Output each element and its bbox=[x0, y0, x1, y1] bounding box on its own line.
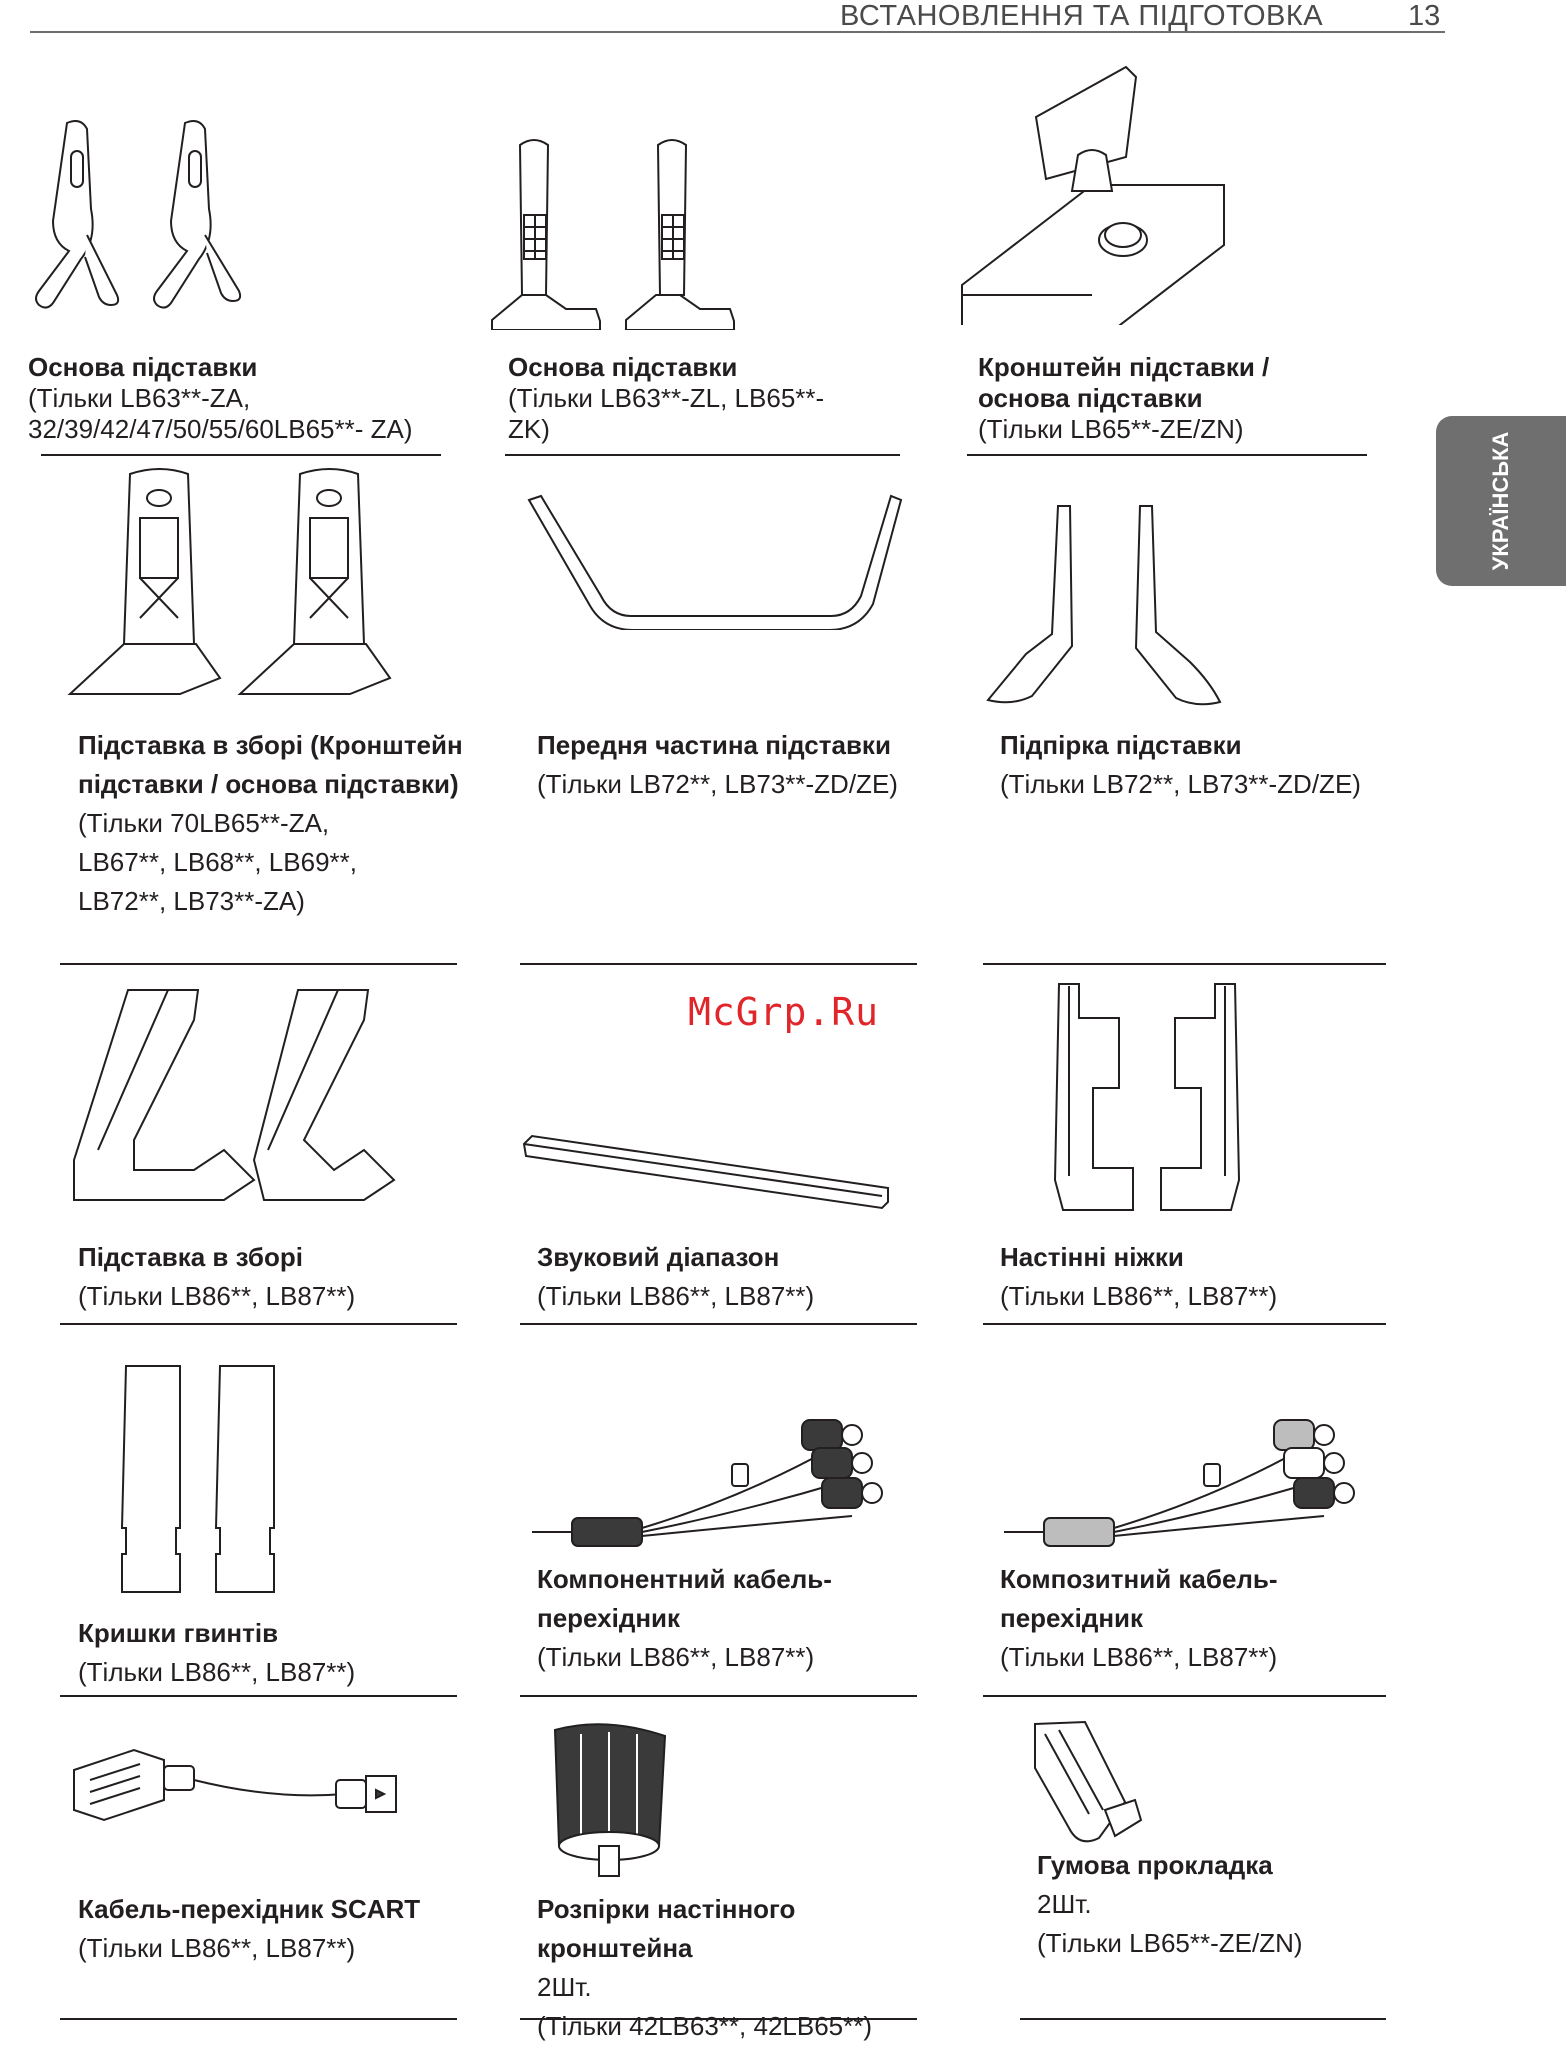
item-title: Кришки гвинтів bbox=[78, 1618, 279, 1648]
item-divider bbox=[60, 2018, 457, 2020]
item-desc: (Тільки LB86**, LB87**) bbox=[537, 1642, 815, 1672]
scart-cable-illustration bbox=[73, 1748, 397, 1822]
item-divider bbox=[60, 1695, 457, 1697]
item-divider bbox=[983, 1695, 1386, 1697]
item-desc: (Тільки LB72**, LB73**-ZD/ZE) bbox=[537, 769, 898, 799]
item-divider bbox=[520, 963, 917, 965]
item-desc: (Тільки LB65**-ZE/ZN) bbox=[1037, 1928, 1303, 1958]
item-title: Розпірки настінного кронштейна bbox=[537, 1894, 796, 1963]
component-cable-caption: Компонентний кабель-перехідник (Тільки L… bbox=[537, 1560, 957, 1677]
item-divider bbox=[505, 454, 900, 456]
stand-bracket-ze-caption: Кронштейн підставки / основа підставки (… bbox=[978, 352, 1358, 445]
item-divider bbox=[967, 454, 1367, 456]
sound-bar-caption: Звуковий діапазон (Тільки LB86**, LB87**… bbox=[537, 1238, 957, 1316]
item-divider bbox=[60, 1323, 457, 1325]
item-desc: (Тільки LB63**-ZL, LB65**- bbox=[508, 383, 825, 413]
item-desc: (Тільки LB86**, LB87**) bbox=[1000, 1642, 1278, 1672]
item-desc: (Тільки LB65**-ZE/ZN) bbox=[978, 414, 1244, 444]
stand-base-za-illustration bbox=[35, 120, 242, 309]
sound-bar-illustration bbox=[522, 1134, 889, 1210]
item-divider bbox=[60, 963, 457, 965]
composite-cable-caption: Композитний кабель-перехідник (Тільки LB… bbox=[1000, 1560, 1420, 1677]
item-desc: (Тільки LB86**, LB87**) bbox=[78, 1933, 356, 1963]
wall-spacers-caption: Розпірки настінного кронштейна 2Шт. (Тіл… bbox=[537, 1890, 957, 2046]
stand-assembly-lb86-caption: Підставка в зборі (Тільки LB86**, LB87**… bbox=[78, 1238, 478, 1316]
item-divider bbox=[520, 1695, 917, 1697]
wall-legs-caption: Настінні ніжки (Тільки LB86**, LB87**) bbox=[1000, 1238, 1420, 1316]
item-title: Підпірка підставки bbox=[1000, 730, 1242, 760]
stand-base-zl-caption: Основа підставки (Тільки LB63**-ZL, LB65… bbox=[508, 352, 908, 445]
item-title: Композитний кабель-перехідник bbox=[1000, 1564, 1278, 1633]
item-title: Основа підставки bbox=[28, 352, 258, 382]
component-cable-illustration bbox=[532, 1419, 883, 1547]
item-desc: 32/39/42/47/50/55/60LB65**- ZA) bbox=[28, 414, 413, 444]
screw-covers-illustration bbox=[120, 1365, 275, 1593]
item-desc: (Тільки 70LB65**-ZA, bbox=[78, 808, 330, 838]
item-title: Кабель-перехідник SCART bbox=[78, 1894, 421, 1924]
item-title: Компонентний кабель-перехідник bbox=[537, 1564, 832, 1633]
language-tab-label: УКРАЇНСЬКА bbox=[1488, 431, 1513, 571]
item-divider bbox=[520, 2018, 917, 2020]
item-divider bbox=[41, 454, 441, 456]
item-qty: 2Шт. bbox=[1037, 1889, 1092, 1919]
stand-assembly-lb86-illustration bbox=[73, 989, 396, 1201]
stand-support-illustration bbox=[986, 505, 1222, 706]
item-desc: LB67**, LB68**, LB69**, bbox=[78, 847, 357, 877]
item-desc: LB72**, LB73**-ZA) bbox=[78, 886, 305, 916]
stand-assembly-za-illustration bbox=[67, 468, 392, 695]
scart-cable-caption: Кабель-перехідник SCART (Тільки LB86**, … bbox=[78, 1890, 478, 1968]
stand-base-za-caption: Основа підставки (Тільки LB63**-ZA, 32/3… bbox=[28, 352, 458, 445]
item-title: Настінні ніжки bbox=[1000, 1242, 1184, 1272]
item-divider bbox=[1020, 2018, 1386, 2020]
stand-front-illustration bbox=[527, 494, 903, 630]
item-title: Основа підставки bbox=[508, 352, 738, 382]
stand-support-caption: Підпірка підставки (Тільки LB72**, LB73*… bbox=[1000, 726, 1420, 804]
stand-base-zl-illustration bbox=[491, 139, 735, 330]
item-title: Кронштейн підставки / основа підставки bbox=[978, 352, 1270, 413]
item-desc: (Тільки LB86**, LB87**) bbox=[537, 1281, 815, 1311]
item-desc: (Тільки LB63**-ZA, bbox=[28, 383, 251, 413]
item-desc: (Тільки LB86**, LB87**) bbox=[78, 1281, 356, 1311]
header-divider bbox=[30, 31, 1445, 33]
page-header-title: ВСТАНОВЛЕННЯ ТА ПІДГОТОВКА bbox=[840, 0, 1324, 32]
stand-bracket-ze-illustration bbox=[961, 65, 1225, 325]
page-number: 13 bbox=[1408, 0, 1441, 32]
item-title: Передня частина підставки bbox=[537, 730, 891, 760]
item-title: Гумова прокладка bbox=[1037, 1850, 1273, 1880]
item-title: Підставка в зборі bbox=[78, 1242, 303, 1272]
rubber-pad-illustration bbox=[1034, 1720, 1143, 1843]
watermark: McGrp.Ru bbox=[688, 990, 880, 1034]
rubber-pad-caption: Гумова прокладка 2Шт. (Тільки LB65**-ZE/… bbox=[1037, 1846, 1437, 1963]
item-desc: ZK) bbox=[508, 414, 550, 444]
stand-assembly-za-caption: Підставка в зборі (Кронштейн підставки /… bbox=[78, 726, 478, 921]
item-title: Підставка в зборі (Кронштейн підставки /… bbox=[78, 730, 463, 799]
item-desc: (Тільки LB72**, LB73**-ZD/ZE) bbox=[1000, 769, 1361, 799]
wall-spacers-illustration bbox=[553, 1723, 667, 1877]
item-desc: (Тільки LB86**, LB87**) bbox=[78, 1657, 356, 1687]
item-desc: (Тільки LB86**, LB87**) bbox=[1000, 1281, 1278, 1311]
item-divider bbox=[983, 1323, 1386, 1325]
screw-covers-caption: Кришки гвинтів (Тільки LB86**, LB87**) bbox=[78, 1614, 478, 1692]
item-divider bbox=[983, 963, 1386, 965]
item-divider bbox=[520, 1323, 917, 1325]
item-title: Звуковий діапазон bbox=[537, 1242, 780, 1272]
composite-cable-illustration bbox=[1004, 1419, 1355, 1547]
language-tab: УКРАЇНСЬКА bbox=[1436, 416, 1566, 586]
stand-front-caption: Передня частина підставки (Тільки LB72**… bbox=[537, 726, 957, 804]
item-desc: (Тільки 42LB63**, 42LB65**) bbox=[537, 2011, 873, 2041]
item-qty: 2Шт. bbox=[537, 1972, 592, 2002]
wall-legs-illustration bbox=[1053, 983, 1241, 1211]
